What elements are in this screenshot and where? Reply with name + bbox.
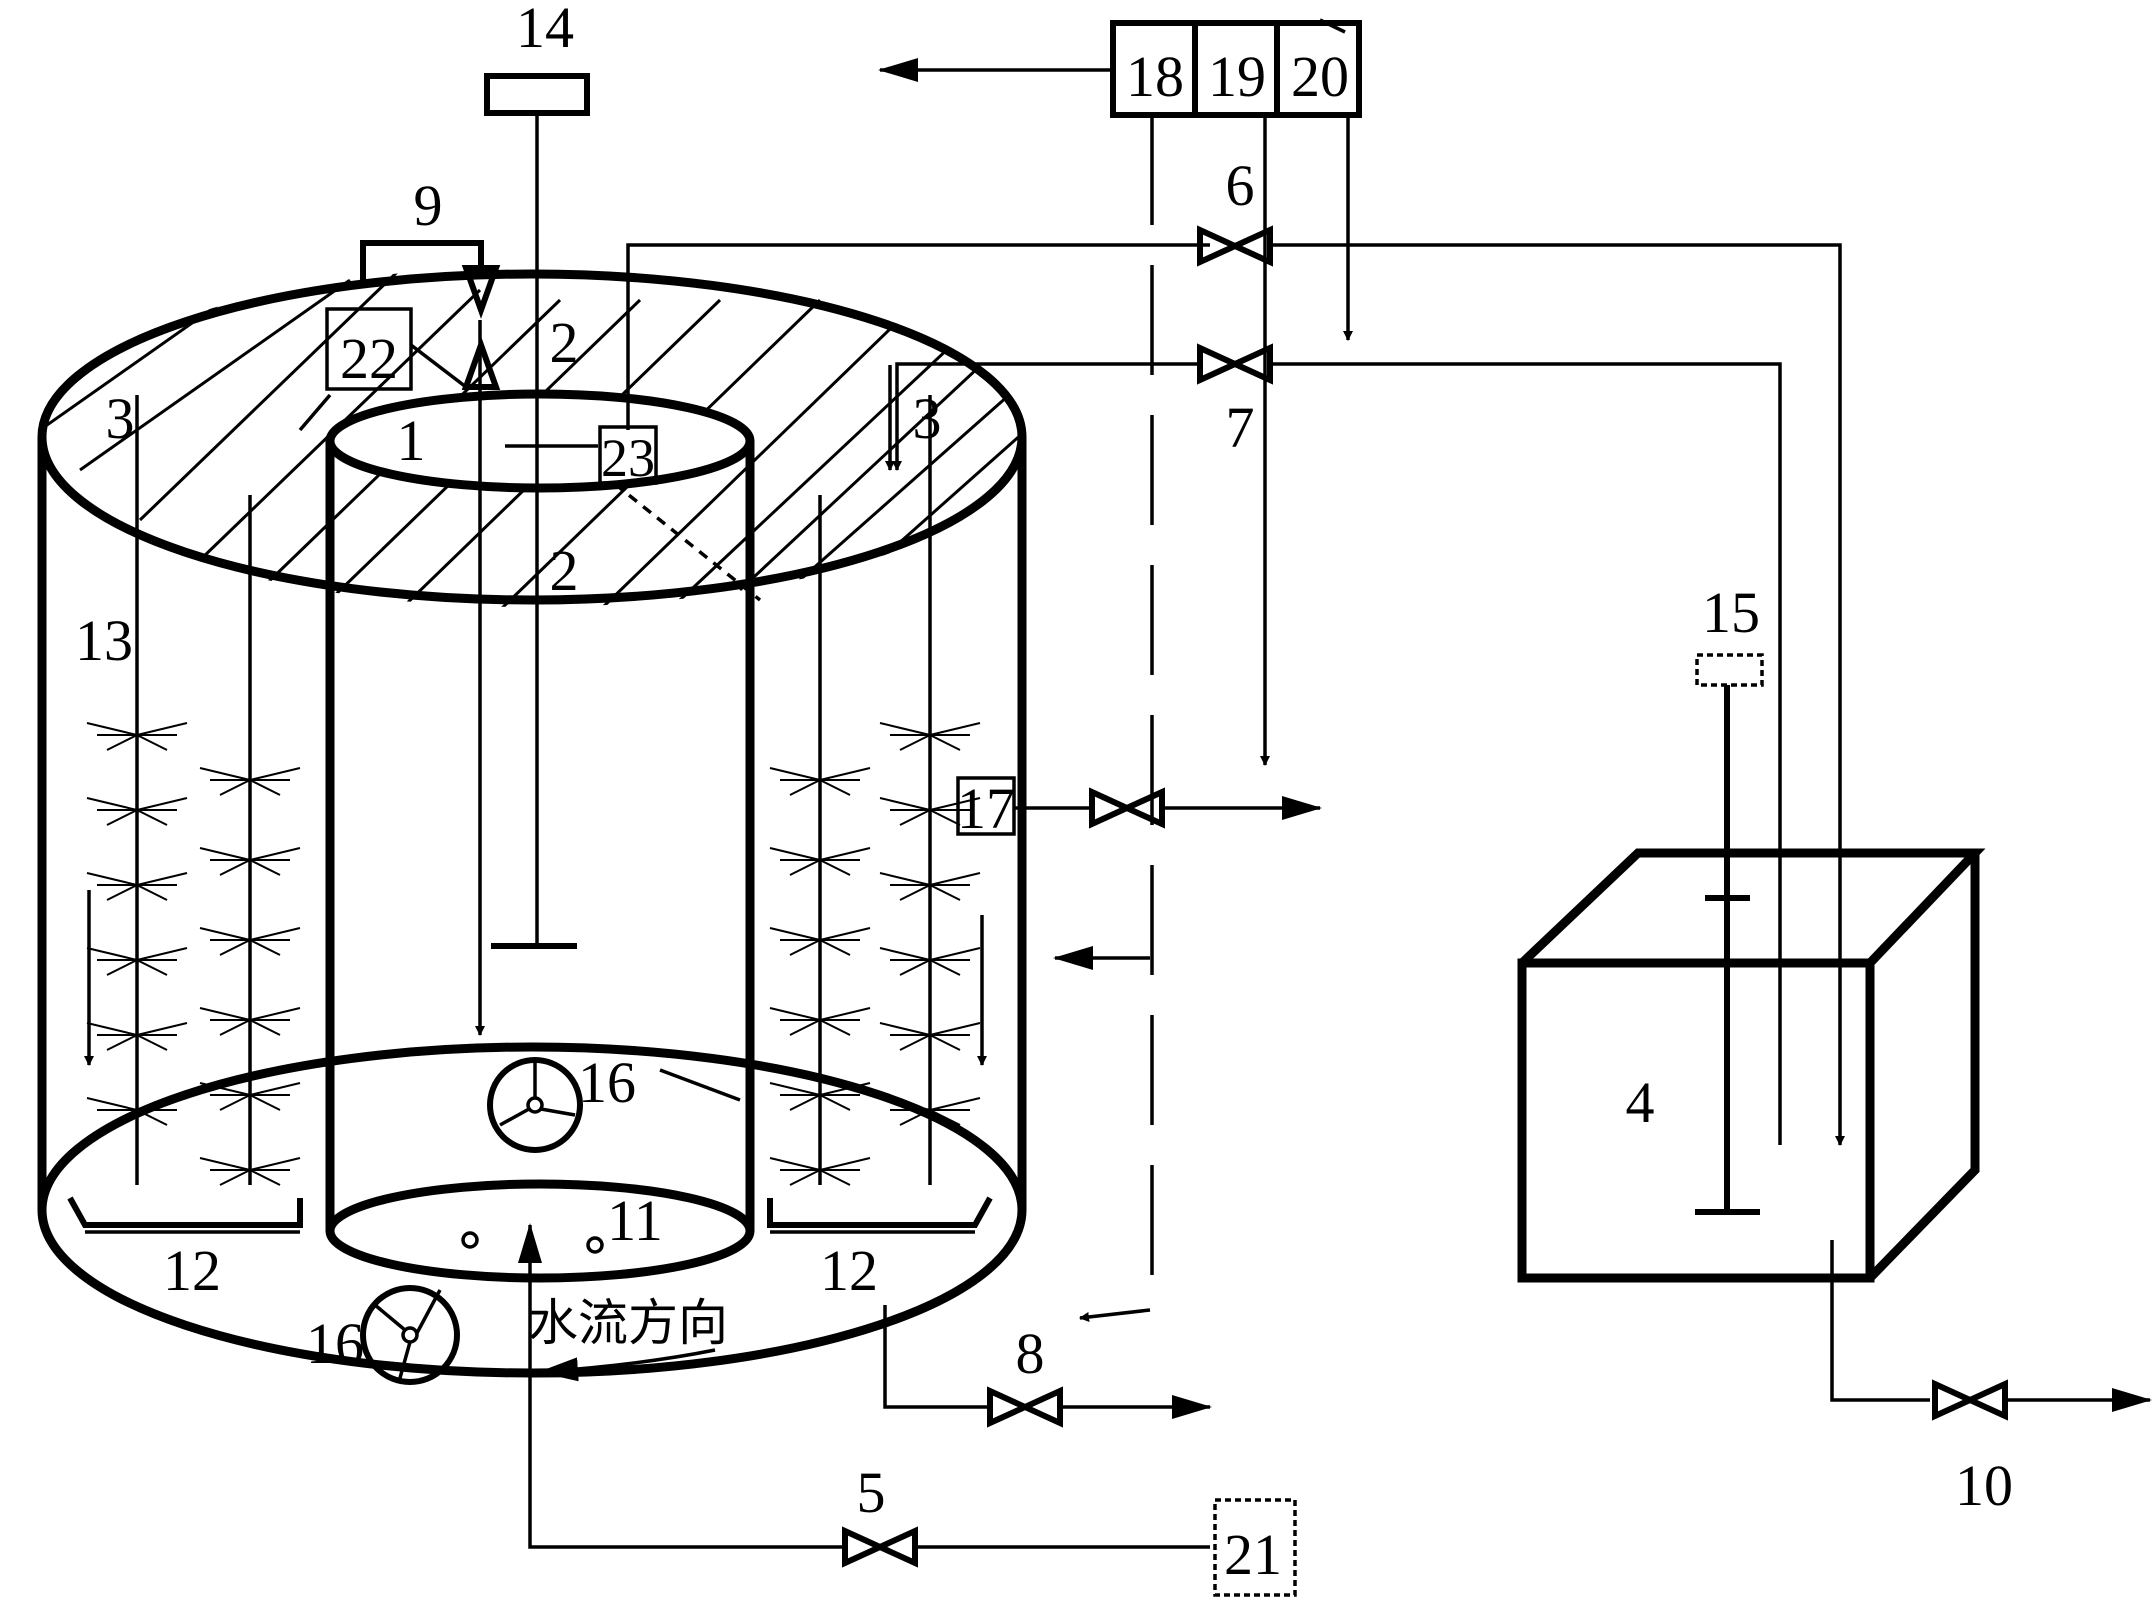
pipe-23-to-valve-6 bbox=[626, 243, 1210, 430]
fan-16-upper bbox=[487, 1057, 583, 1153]
outer-cylinder bbox=[37, 269, 1027, 1378]
valve-5[interactable] bbox=[842, 1526, 918, 1568]
valve-7[interactable] bbox=[1197, 343, 1273, 385]
label-9: 9 bbox=[414, 173, 443, 238]
flow-direction-label: 水流方向 bbox=[528, 1294, 728, 1352]
hole-11b bbox=[586, 1236, 604, 1254]
label-20: 20 bbox=[1291, 44, 1349, 109]
valve-17-line bbox=[956, 776, 1322, 1322]
label-2a: 2 bbox=[550, 310, 579, 375]
valve-9-bottom bbox=[461, 336, 501, 390]
label-23: 23 bbox=[601, 428, 655, 488]
valve-17[interactable] bbox=[1089, 787, 1165, 829]
label-4: 4 bbox=[1626, 1070, 1655, 1135]
motor-14 bbox=[484, 73, 590, 116]
box-20 bbox=[1274, 20, 1362, 118]
trough-12-right bbox=[767, 1196, 993, 1228]
valve-9-assembly bbox=[298, 240, 501, 432]
label-3a: 3 bbox=[106, 386, 135, 451]
pipe-valve-6-to-tank bbox=[1270, 243, 1845, 1146]
hole-11a bbox=[461, 1231, 479, 1249]
bottom-ellipse-hidden-edge bbox=[659, 1068, 741, 1102]
valve-6[interactable] bbox=[1197, 225, 1273, 267]
label-22: 22 bbox=[340, 326, 398, 391]
label-17: 17 bbox=[957, 776, 1015, 841]
box-22 bbox=[325, 307, 413, 391]
flow-direction-arrow bbox=[538, 1348, 716, 1382]
label-16a: 16 bbox=[578, 1050, 636, 1115]
plants-left bbox=[84, 395, 301, 1186]
outlet-8 bbox=[883, 1305, 1212, 1428]
label-16b: 16 bbox=[306, 1311, 364, 1376]
label-15: 15 bbox=[1702, 580, 1760, 645]
label-12a: 12 bbox=[163, 1238, 221, 1303]
center-shaft bbox=[475, 73, 590, 1036]
label-7: 7 bbox=[1226, 395, 1255, 460]
fan-16-lower bbox=[360, 1285, 460, 1385]
valve-9-top bbox=[461, 265, 501, 319]
pipe-valve-7-to-tank bbox=[1270, 362, 1782, 1145]
label-14: 14 bbox=[516, 0, 574, 60]
label-2b: 2 bbox=[550, 538, 579, 603]
label-8: 8 bbox=[1016, 1321, 1045, 1386]
mixer-15-box bbox=[1695, 653, 1764, 687]
valve-8[interactable] bbox=[987, 1386, 1063, 1428]
label-18: 18 bbox=[1126, 44, 1184, 109]
valve-10[interactable] bbox=[1932, 1379, 2008, 1421]
box-17 bbox=[956, 776, 1016, 836]
control-boxes bbox=[878, 18, 1362, 118]
label-12b: 12 bbox=[820, 1238, 878, 1303]
label-6: 6 bbox=[1226, 153, 1255, 218]
label-19: 19 bbox=[1208, 44, 1266, 109]
label-5: 5 bbox=[857, 1460, 886, 1525]
trough-12-left bbox=[67, 1196, 303, 1228]
plants-right bbox=[769, 365, 987, 1186]
box-21 bbox=[1213, 1498, 1297, 1597]
label-1: 1 bbox=[397, 408, 426, 473]
label-21: 21 bbox=[1224, 1522, 1282, 1587]
inner-cylinder bbox=[325, 389, 755, 1283]
pipe-valve-7-to-reactor bbox=[892, 362, 1200, 471]
label-11: 11 bbox=[607, 1188, 663, 1253]
label-13: 13 bbox=[75, 608, 133, 673]
inlet-5 bbox=[518, 1223, 1297, 1597]
tank-4 bbox=[1517, 653, 2152, 1421]
label-10: 10 bbox=[1955, 1453, 2013, 1518]
label-3b: 3 bbox=[913, 386, 942, 451]
